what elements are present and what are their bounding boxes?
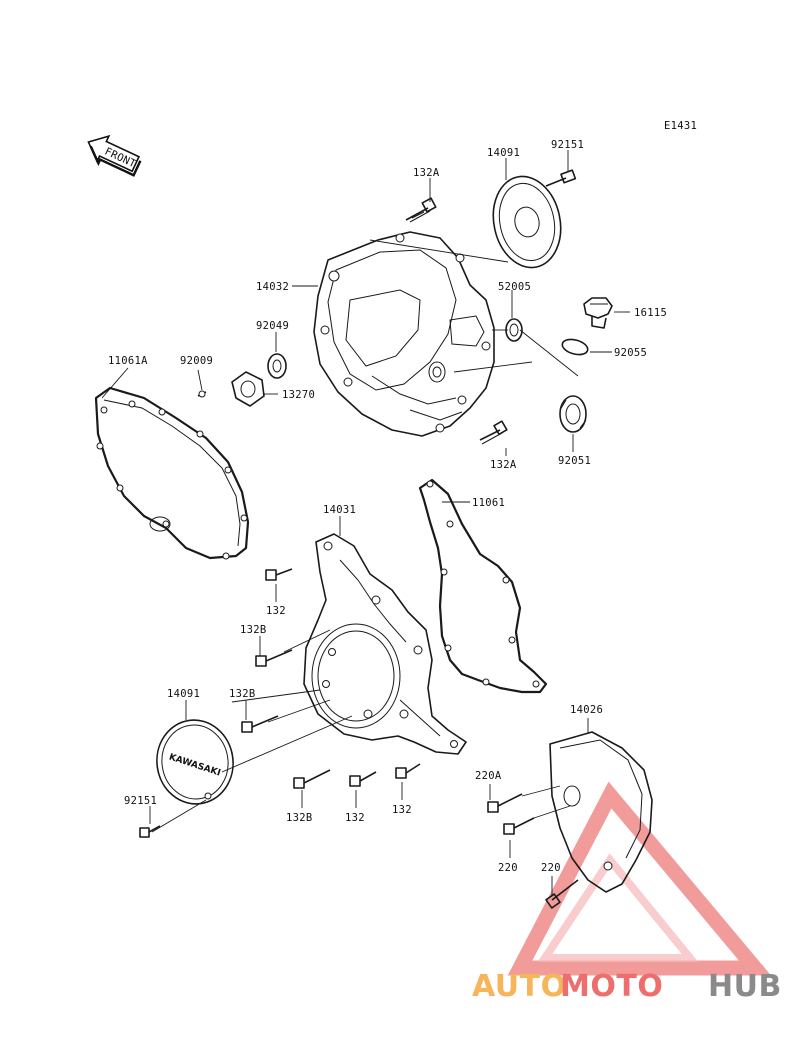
watermark-auto: AUTO xyxy=(472,969,567,1004)
cover-brand-text: KAWASAKI xyxy=(168,752,222,778)
label-52005: 52005 xyxy=(498,281,531,293)
watermark-text: AUTO MOTO HUB xyxy=(472,969,782,1004)
label-14091-bottom: 14091 xyxy=(167,688,200,700)
label-132B-low: 132B xyxy=(286,812,313,824)
label-132-right: 132 xyxy=(392,804,412,816)
label-220A: 220A xyxy=(475,770,502,782)
gasket-11061A xyxy=(94,386,250,560)
leader-lines xyxy=(101,150,630,896)
watermark-logo xyxy=(507,781,772,976)
label-11061: 11061 xyxy=(472,497,505,509)
label-14031: 14031 xyxy=(323,504,356,516)
part-labels: E1431 14091 92151 132A 14032 52005 16115… xyxy=(108,120,697,874)
label-92055: 92055 xyxy=(614,347,647,359)
sprocket-cover-14026 xyxy=(549,731,653,893)
label-132B-mid: 132B xyxy=(229,688,256,700)
bolt-132-left xyxy=(265,568,293,581)
clutch-cover-14032 xyxy=(313,231,495,437)
plate-13270 xyxy=(231,371,265,407)
bolt-220-upper xyxy=(503,817,535,835)
bolt-132A-top xyxy=(405,197,437,223)
bolt-132-center xyxy=(349,771,377,787)
label-14026: 14026 xyxy=(570,704,603,716)
label-16115: 16115 xyxy=(634,307,667,319)
label-14091-top: 14091 xyxy=(487,147,520,159)
bearing-92049 xyxy=(267,353,287,379)
bolt-220A xyxy=(487,793,523,813)
bolt-220-lower xyxy=(545,879,579,909)
bolt-132B-upper xyxy=(255,649,293,667)
diagram-code: E1431 xyxy=(664,120,697,132)
label-92049: 92049 xyxy=(256,320,289,332)
label-220-upper: 220 xyxy=(498,862,518,874)
label-14032: 14032 xyxy=(256,281,289,293)
watermark-hub: HUB xyxy=(708,969,782,1004)
bolt-132A-bottom xyxy=(479,420,508,445)
front-arrow-icon: FRONT xyxy=(87,134,142,177)
screw-92009 xyxy=(197,390,207,398)
o-ring-92055 xyxy=(561,338,589,356)
label-220-lower: 220 xyxy=(541,862,561,874)
bolt-132B-low xyxy=(293,769,331,789)
label-92151-top: 92151 xyxy=(551,139,584,151)
label-92051: 92051 xyxy=(558,455,591,467)
gasket-11061 xyxy=(418,478,548,694)
watermark-moto: MOTO xyxy=(560,969,663,1004)
filler-plug-16115 xyxy=(583,297,613,329)
label-92151-bottom: 92151 xyxy=(124,795,157,807)
label-11061A: 11061A xyxy=(108,355,148,367)
oil-seal-52005 xyxy=(505,318,523,342)
screw-92151-bottom xyxy=(139,825,161,838)
oil-seal-92051 xyxy=(559,395,587,433)
cover-plate-14091-top xyxy=(492,175,562,269)
label-92009: 92009 xyxy=(180,355,213,367)
label-13270: 13270 xyxy=(282,389,315,401)
bolt-132-right xyxy=(395,763,421,779)
cover-plate-14091-bottom: KAWASAKI xyxy=(156,719,234,805)
bolt-132B-mid xyxy=(241,715,279,733)
generator-cover-14031 xyxy=(303,533,467,755)
bolt-92151-top xyxy=(545,169,577,187)
label-132-left: 132 xyxy=(266,605,286,617)
label-132A-top: 132A xyxy=(413,167,440,179)
label-132A-bottom: 132A xyxy=(490,459,517,471)
label-132B-upper: 132B xyxy=(240,624,267,636)
label-132-center: 132 xyxy=(345,812,365,824)
